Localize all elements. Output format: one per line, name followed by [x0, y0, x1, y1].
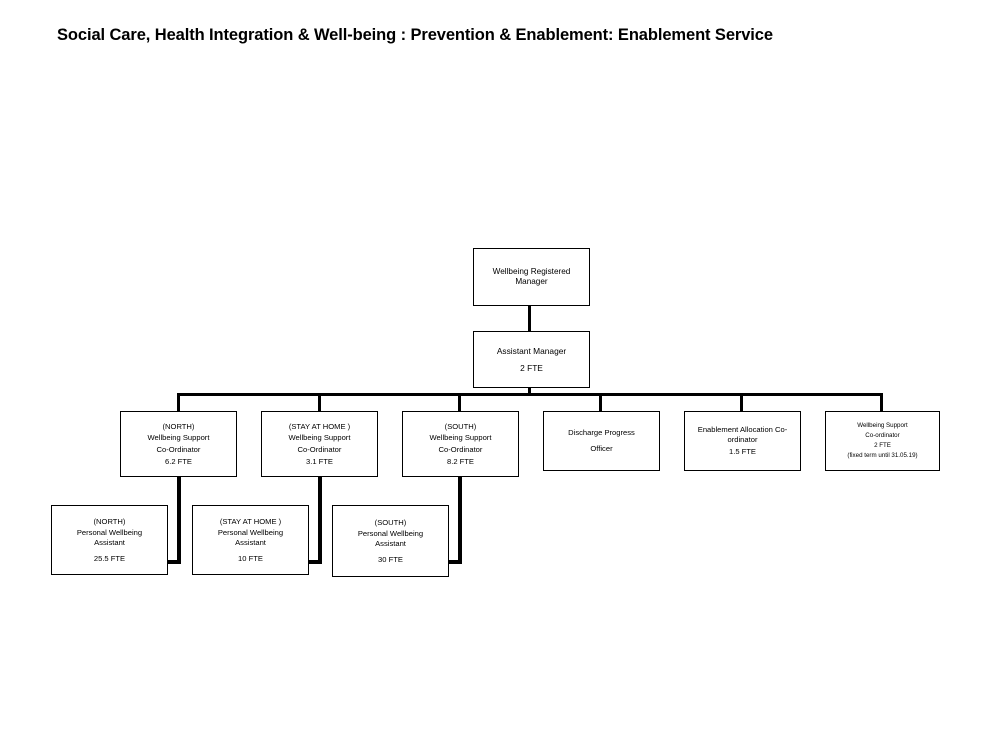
connector-drop-south-coordinator — [458, 393, 461, 412]
node-line: Personal Wellbeing — [76, 528, 143, 538]
node-enablement-allocation-coordinator[interactable]: Enablement Allocation Co-ordinator 1.5 F… — [684, 411, 801, 471]
node-line: Manager — [515, 277, 548, 286]
connector-north-vertical — [177, 477, 181, 564]
node-line: Co-Ordinator — [297, 445, 342, 454]
node-line: Enablement Allocation Co-ordinator — [697, 425, 788, 445]
connector-drop-stay-at-home-coordinator — [318, 393, 321, 412]
node-stay-at-home-wellbeing-support-coordinator[interactable]: (STAY AT HOME ) Wellbeing Support Co-Ord… — [261, 411, 378, 477]
node-line: Officer — [590, 444, 613, 453]
node-line: Assistant — [94, 538, 125, 547]
node-line: Personal Wellbeing — [357, 529, 424, 539]
node-line: 8.2 FTE — [446, 456, 474, 466]
connector-south-elbow — [448, 560, 462, 564]
node-line: (STAY AT HOME ) — [288, 421, 351, 431]
node-line: Wellbeing Support — [147, 433, 210, 443]
node-line: 2 FTE — [520, 362, 543, 373]
node-wellbeing-registered-manager[interactable]: Wellbeing Registered Manager — [473, 248, 590, 306]
page-title: Social Care, Health Integration & Well-b… — [57, 26, 773, 44]
node-line: Wellbeing Support — [857, 422, 908, 430]
connector-north-elbow — [167, 560, 181, 564]
node-line: (NORTH) — [93, 516, 126, 526]
node-line: 30 FTE — [378, 554, 403, 564]
connector-drop-fixed-term-coordinator — [880, 393, 883, 412]
node-line: Discharge Progress — [568, 428, 635, 438]
node-line: Co-Ordinator — [438, 445, 483, 454]
connector-south-vertical — [458, 477, 462, 564]
node-line: 2 FTE — [874, 442, 891, 449]
node-line: Assistant — [235, 538, 266, 547]
node-line: (SOUTH) — [374, 517, 407, 527]
node-line: Assistant — [375, 539, 406, 548]
connector-manager-to-assistant — [528, 306, 531, 331]
node-line: Personal Wellbeing — [217, 528, 284, 538]
node-wellbeing-support-coordinator-fixed-term[interactable]: Wellbeing Support Co-ordinator 2 FTE (fi… — [825, 411, 940, 471]
node-line: Assistant Manager — [496, 345, 567, 356]
node-line: (STAY AT HOME ) — [219, 516, 282, 526]
node-stay-at-home-personal-wellbeing-assistant[interactable]: (STAY AT HOME ) Personal Wellbeing Assis… — [192, 505, 309, 575]
node-discharge-progress-officer[interactable]: Discharge Progress Officer — [543, 411, 660, 471]
node-line: Co-ordinator — [865, 432, 900, 440]
node-north-wellbeing-support-coordinator[interactable]: (NORTH) Wellbeing Support Co-Ordinator 6… — [120, 411, 237, 477]
connector-stay-at-home-elbow — [308, 560, 322, 564]
node-line: (SOUTH) — [444, 421, 477, 431]
node-line: 25.5 FTE — [93, 553, 126, 563]
node-line: 10 FTE — [238, 553, 263, 563]
node-line: Wellbeing Registered — [492, 266, 571, 276]
node-line: 3.1 FTE — [305, 456, 333, 466]
node-line: Co-Ordinator — [156, 445, 201, 454]
connector-stay-at-home-vertical — [318, 477, 322, 564]
node-south-personal-wellbeing-assistant[interactable]: (SOUTH) Personal Wellbeing Assistant 30 … — [332, 505, 449, 577]
connector-assistant-to-bus — [528, 387, 531, 396]
node-line: (NORTH) — [162, 421, 195, 431]
connector-level2-bus — [177, 393, 883, 396]
node-line: Wellbeing Support — [429, 433, 492, 443]
node-line: (fixed term until 31.05.19) — [847, 451, 918, 459]
node-line: Wellbeing Support — [288, 433, 351, 443]
connector-drop-discharge-officer — [599, 393, 602, 412]
connector-drop-enablement-coordinator — [740, 393, 743, 412]
connector-drop-north-coordinator — [177, 393, 180, 412]
node-assistant-manager[interactable]: Assistant Manager 2 FTE — [473, 331, 590, 388]
node-north-personal-wellbeing-assistant[interactable]: (NORTH) Personal Wellbeing Assistant 25.… — [51, 505, 168, 575]
node-south-wellbeing-support-coordinator[interactable]: (SOUTH) Wellbeing Support Co-Ordinator 8… — [402, 411, 519, 477]
node-line: 6.2 FTE — [164, 456, 192, 466]
node-line: 1.5 FTE — [728, 446, 756, 456]
